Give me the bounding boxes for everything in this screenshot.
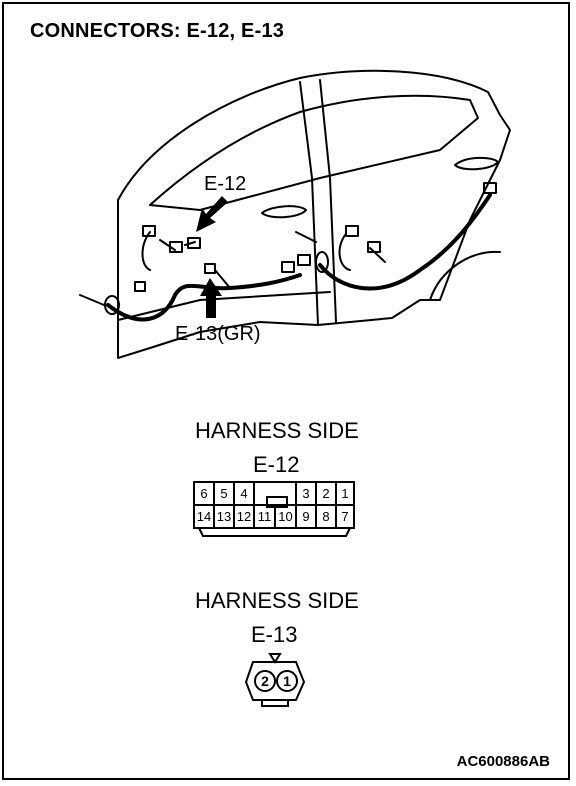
e13-callout-label: E-13(GR) xyxy=(175,323,261,345)
harness-wire-rear xyxy=(318,193,492,291)
e12-harness-side-label: HARNESS SIDE xyxy=(195,418,359,443)
connector-box xyxy=(345,225,359,237)
b-pillar xyxy=(299,81,319,326)
connector-box xyxy=(134,281,146,292)
e12-pin-label: 8 xyxy=(322,509,330,524)
grommet xyxy=(315,251,329,273)
e12-pin-label: 12 xyxy=(236,509,252,524)
e13-pin-label: 1 xyxy=(283,673,291,689)
e12-pin-label: 9 xyxy=(302,509,310,524)
e12-pin-label: 1 xyxy=(341,486,349,501)
e12-arrow xyxy=(196,196,228,232)
connector-box xyxy=(297,254,311,266)
car-body-outline xyxy=(117,69,511,359)
e12-pin-label: 6 xyxy=(200,486,208,501)
e12-pin-label: 11 xyxy=(257,509,272,524)
connector-box xyxy=(204,263,216,274)
harness-wire-front xyxy=(106,273,302,322)
connector-box xyxy=(169,241,183,253)
e13-arrow xyxy=(200,278,222,318)
connector-box xyxy=(281,261,295,273)
e13-pin-label: 2 xyxy=(261,673,269,689)
e12-pin-label: 7 xyxy=(341,509,349,524)
e13-connector-face xyxy=(244,653,306,707)
e12-pin-label: 10 xyxy=(278,509,293,524)
e12-pin-label: 13 xyxy=(216,509,232,524)
window-line xyxy=(149,94,479,211)
figure-frame xyxy=(2,2,570,780)
e12-connector-face xyxy=(193,481,355,537)
connector-box xyxy=(367,241,381,253)
e12-pin-label: 14 xyxy=(196,509,212,524)
e13-connector-name: E-13 xyxy=(251,622,298,647)
e13-harness-side-label: HARNESS SIDE xyxy=(195,588,359,613)
e12-pin-label: 2 xyxy=(322,486,330,501)
figure-title: CONNECTORS: E-12, E-13 xyxy=(30,20,285,42)
e12-callout-label: E-12 xyxy=(204,173,247,195)
connector-box xyxy=(142,225,156,237)
e12-connector-name: E-12 xyxy=(253,452,300,477)
e12-pin-label: 5 xyxy=(220,486,228,501)
connector-box xyxy=(187,237,201,249)
rear-door-handle xyxy=(454,156,499,171)
connector-box xyxy=(483,182,497,194)
figure-code: AC600886AB xyxy=(456,753,550,770)
e12-pin-label: 3 xyxy=(302,486,310,501)
front-door-handle xyxy=(261,205,307,219)
e12-pin-label: 4 xyxy=(240,486,248,501)
